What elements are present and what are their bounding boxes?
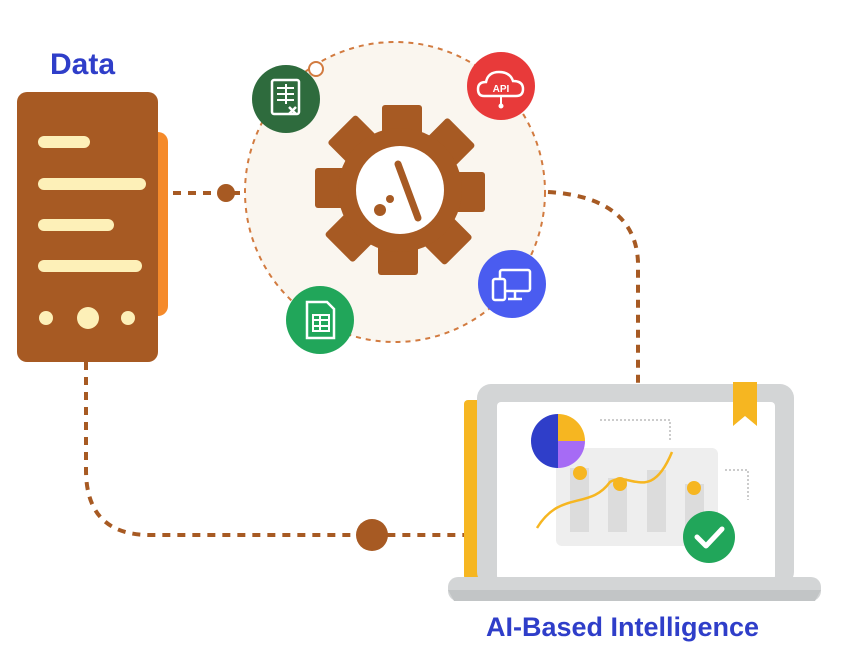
data-label: Data [50, 48, 116, 81]
gear-logo-icon [315, 105, 485, 275]
api-cloud-icon: API [467, 52, 535, 120]
desktop-mobile-icon [478, 250, 546, 318]
connector-gear-to-laptop [547, 190, 640, 390]
google-sheet-icon [286, 286, 354, 354]
connector-server-to-gear [158, 184, 240, 202]
excel-file-icon [252, 65, 320, 133]
laptop-dashboard [448, 382, 821, 601]
bookmark-icon [733, 382, 757, 426]
connector-node [356, 519, 388, 551]
connector-server-to-laptop [84, 362, 470, 537]
ai-intelligence-label: AI-Based Intelligence [486, 612, 760, 642]
check-icon [683, 511, 735, 563]
data-server-icon [17, 92, 168, 362]
svg-text:API: API [493, 84, 510, 95]
pie-chart-icon [531, 414, 585, 468]
